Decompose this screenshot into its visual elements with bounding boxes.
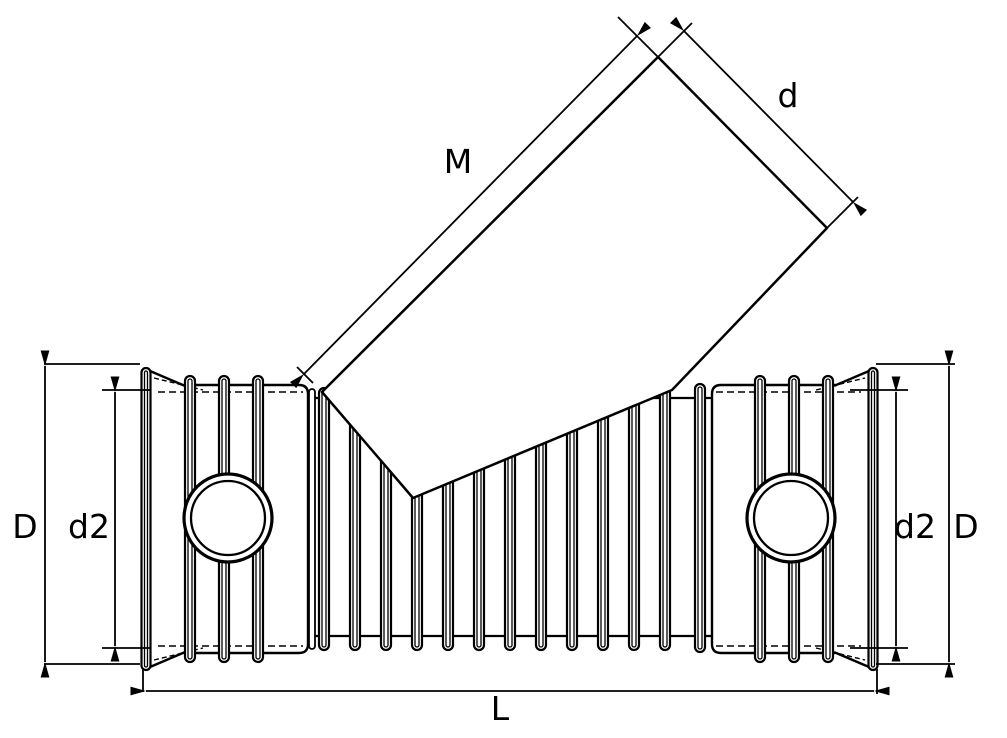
left-socket [140,366,310,672]
right-bell-rib [867,366,879,672]
label-outer-diameter-right: D [953,507,978,546]
dimension-M [289,16,661,389]
dimension-d2-right [850,376,908,662]
label-overall-length: L [491,689,510,728]
label-socket-inner-diameter-left: d2 [68,507,110,546]
dimension-L [130,669,890,696]
dimension-d2-left [102,376,150,662]
dimension-D-right [876,350,955,678]
right-port-circle [745,472,837,564]
label-socket-inner-diameter-right: d2 [894,507,936,546]
label-outer-diameter-left: D [12,507,37,546]
label-branch-diameter: d [778,76,799,115]
left-bell-rib [140,366,152,672]
dimension-d [645,16,868,231]
label-branch-length: M [444,142,472,181]
left-port-circle [182,472,274,564]
dimension-D-left [40,350,140,678]
right-socket [710,366,879,672]
